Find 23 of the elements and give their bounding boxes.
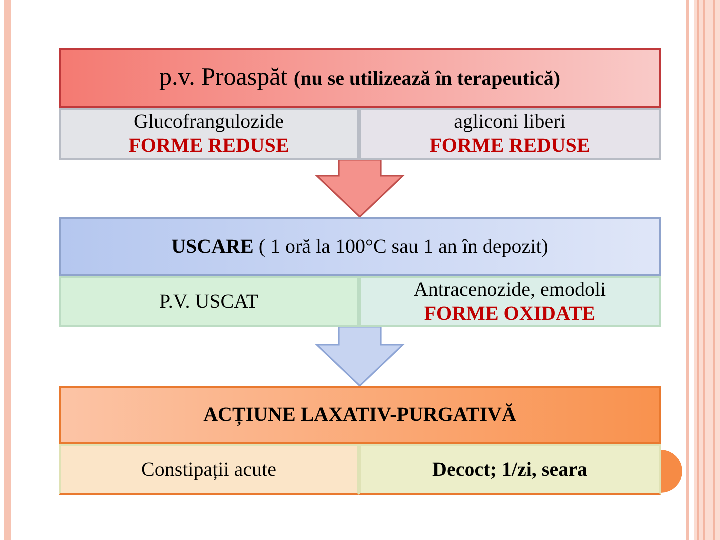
header-text: p.v. Proaspăt (nu se utilizează în terapeutică) bbox=[159, 63, 561, 93]
form-label: FORME REDUSE bbox=[128, 134, 290, 158]
table-cell bbox=[359, 276, 661, 327]
table-cell bbox=[359, 444, 661, 495]
header-text: ACȚIUNE LAXATIV-PURGATIVĂ bbox=[204, 403, 516, 427]
block-arrow bbox=[315, 159, 405, 218]
form-label: FORME OXIDATE bbox=[424, 302, 596, 326]
table-cell bbox=[359, 108, 661, 160]
entry-label: Decoct; 1/zi, seara bbox=[432, 458, 588, 482]
entry-label: P.V. USCAT bbox=[159, 290, 259, 314]
block-arrow bbox=[315, 326, 405, 388]
entry-label: Glucofrangulozide bbox=[134, 110, 284, 134]
stage-header bbox=[59, 217, 661, 276]
table-cell bbox=[59, 444, 359, 495]
table-cell bbox=[59, 108, 359, 160]
entry-label: Antracenozide, emodoli bbox=[414, 278, 606, 302]
form-label: FORME REDUSE bbox=[430, 134, 590, 158]
stage-header bbox=[59, 48, 661, 108]
header-text: USCARE ( 1 oră la 100°C sau 1 an în depozit) bbox=[172, 234, 548, 258]
stage-header bbox=[59, 386, 661, 444]
entry-label: agliconi liberi bbox=[454, 110, 566, 134]
table-cell bbox=[59, 276, 359, 327]
entry-label: Constipații acute bbox=[142, 458, 276, 482]
